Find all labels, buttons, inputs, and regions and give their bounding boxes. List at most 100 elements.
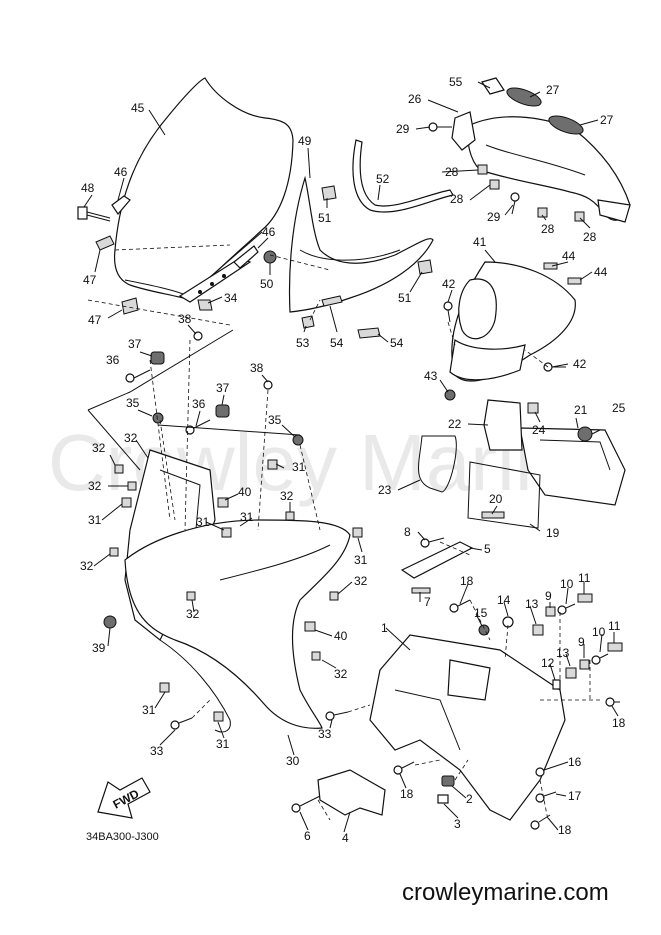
- nut-32c[interactable]: [109, 547, 119, 557]
- duct-cover[interactable]: [317, 769, 386, 816]
- screw-18d[interactable]: [530, 814, 551, 830]
- front-cover[interactable]: [124, 519, 351, 733]
- screw-33b[interactable]: [325, 711, 349, 721]
- collar-38b[interactable]: [263, 380, 273, 390]
- nut-32a[interactable]: [114, 464, 124, 474]
- grommet-43[interactable]: [444, 389, 456, 401]
- bracket-46a[interactable]: [111, 195, 131, 215]
- clip-31e[interactable]: [159, 682, 170, 693]
- nut-28a[interactable]: [477, 164, 488, 175]
- seal-23[interactable]: [418, 435, 457, 493]
- handle-cover[interactable]: [467, 116, 631, 223]
- screw-29b[interactable]: [510, 192, 520, 215]
- callout-30: 30: [286, 754, 300, 768]
- screw-17[interactable]: [535, 791, 557, 803]
- nut-32f[interactable]: [186, 591, 196, 601]
- pad-47a[interactable]: [95, 235, 115, 251]
- tape-54a[interactable]: [321, 295, 343, 307]
- clip-31b[interactable]: [267, 459, 278, 470]
- pad-7[interactable]: [411, 587, 431, 594]
- screw-18c[interactable]: [605, 697, 620, 707]
- grommet-50[interactable]: [263, 250, 277, 264]
- fwd-arrow: FWD: [97, 777, 151, 819]
- guide-5[interactable]: [400, 541, 474, 579]
- nut-28b[interactable]: [489, 179, 500, 190]
- emblem-55[interactable]: [481, 77, 505, 95]
- pocket-box[interactable]: [519, 427, 626, 506]
- callout-35: 35: [126, 396, 140, 410]
- nut-35a[interactable]: [152, 412, 164, 424]
- clip-31d[interactable]: [352, 527, 363, 538]
- clip-31c[interactable]: [221, 527, 232, 538]
- pad-11b[interactable]: [607, 642, 623, 652]
- nut-32b[interactable]: [127, 481, 137, 491]
- clip-31a[interactable]: [121, 497, 132, 508]
- clip-40a[interactable]: [217, 497, 229, 508]
- screw-42b[interactable]: [543, 362, 566, 372]
- clip-51a[interactable]: [321, 185, 337, 201]
- callout-13: 13: [556, 646, 570, 660]
- clip-53[interactable]: [301, 315, 315, 329]
- side-garnish[interactable]: [288, 175, 434, 313]
- callout-23: 23: [378, 483, 392, 497]
- callout-28: 28: [541, 222, 555, 236]
- nut-34[interactable]: [197, 299, 213, 311]
- nut-28d[interactable]: [574, 211, 585, 222]
- seal-19[interactable]: [467, 461, 541, 529]
- bolt-36b[interactable]: [185, 419, 211, 435]
- molding-strip[interactable]: [352, 139, 454, 213]
- screw-18b[interactable]: [393, 761, 415, 775]
- grip-27a[interactable]: [505, 84, 544, 109]
- collar-15[interactable]: [478, 624, 490, 636]
- screw-16[interactable]: [535, 765, 557, 777]
- clip-31f[interactable]: [213, 711, 224, 722]
- clip-51b[interactable]: [417, 259, 433, 275]
- pad-11a[interactable]: [577, 593, 593, 603]
- screw-42a[interactable]: [443, 301, 453, 323]
- collar-12[interactable]: [552, 679, 561, 690]
- damper-24[interactable]: [527, 402, 539, 414]
- screw-29a[interactable]: [428, 122, 452, 132]
- pad-47b[interactable]: [121, 297, 139, 315]
- pocket-lid[interactable]: [483, 399, 523, 451]
- knob-25[interactable]: [577, 426, 601, 442]
- screw-8[interactable]: [420, 537, 445, 548]
- grip-27b[interactable]: [547, 112, 586, 137]
- windscreen-bracket[interactable]: [178, 257, 252, 303]
- clip-40b[interactable]: [304, 621, 316, 632]
- callout-40: 40: [238, 485, 252, 499]
- nut-9b[interactable]: [579, 659, 590, 670]
- screw-6[interactable]: [291, 795, 321, 813]
- meter-panel[interactable]: [449, 261, 576, 382]
- grommet-2[interactable]: [441, 775, 455, 787]
- nut-9a[interactable]: [545, 606, 556, 617]
- callout-47: 47: [88, 313, 102, 327]
- screw-10a[interactable]: [557, 603, 576, 615]
- drawing-code: 34BA300-J300: [86, 831, 159, 843]
- tape-54b[interactable]: [357, 327, 381, 339]
- clip-13b[interactable]: [565, 667, 577, 679]
- pad-44b[interactable]: [567, 277, 582, 285]
- callout-40: 40: [334, 629, 348, 643]
- body-cover[interactable]: [369, 634, 566, 821]
- bracket-46b[interactable]: [233, 245, 259, 269]
- nut-28c[interactable]: [537, 207, 548, 218]
- screw-48[interactable]: [77, 206, 111, 222]
- side-cover-26[interactable]: [451, 111, 476, 151]
- screw-10b[interactable]: [591, 653, 609, 665]
- website-footer[interactable]: crowleymarine.com: [402, 879, 609, 906]
- screw-18a[interactable]: [449, 599, 471, 613]
- bolt-36a[interactable]: [125, 369, 151, 383]
- collar-3[interactable]: [437, 794, 449, 804]
- grommet-39[interactable]: [103, 615, 117, 629]
- nut-32g[interactable]: [311, 651, 321, 661]
- grommet-37b[interactable]: [215, 404, 230, 418]
- screw-33a[interactable]: [170, 717, 193, 730]
- assembly-lines: [87, 244, 600, 821]
- clip-13a[interactable]: [532, 624, 544, 636]
- nut-32e[interactable]: [329, 591, 339, 601]
- pad-44a[interactable]: [543, 262, 558, 270]
- nut-32d[interactable]: [285, 511, 295, 521]
- grommet-37a[interactable]: [150, 351, 165, 365]
